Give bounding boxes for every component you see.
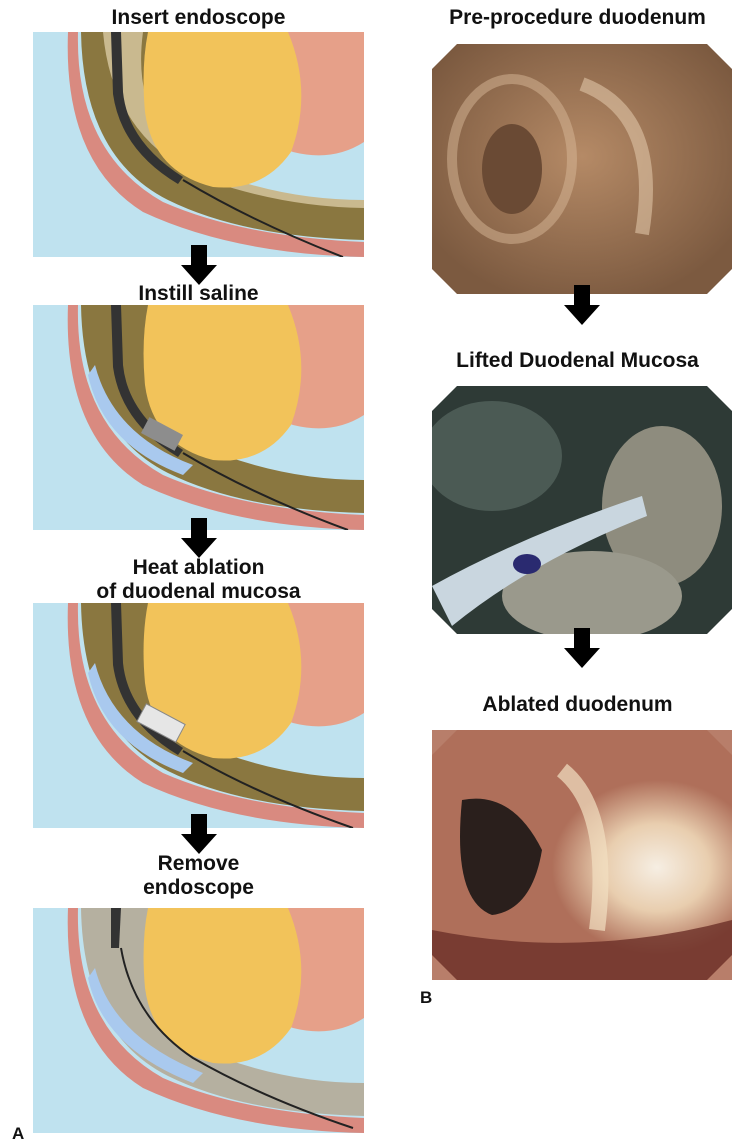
step-3-label-line-1: Heat ablation [33, 556, 364, 580]
lifted-duodenal-mucosa-image [432, 386, 732, 634]
remove-endoscope-illustration [33, 908, 364, 1133]
down-arrow-icon [181, 245, 217, 285]
ablated-duodenum-image [432, 730, 732, 980]
heat-ablation-illustration [33, 603, 364, 828]
step-2-label: Instill saline [33, 282, 364, 306]
step-4-label-line-1: Remove [33, 852, 364, 876]
step-3-label: Heat ablation of duodenal mucosa [33, 556, 364, 604]
step-4-label: Remove endoscope [33, 852, 364, 900]
panel-a-letter: A [12, 1124, 24, 1144]
down-arrow-icon [181, 518, 217, 558]
insert-endoscope-illustration [33, 32, 364, 257]
instill-saline-illustration [33, 305, 364, 530]
step-4-label-line-2: endoscope [33, 876, 364, 900]
down-arrow-icon [564, 628, 600, 668]
step-3-label-line-2: of duodenal mucosa [33, 580, 364, 604]
down-arrow-icon [564, 285, 600, 325]
image-1-label: Pre-procedure duodenum [418, 6, 737, 30]
panel-b-letter: B [420, 988, 432, 1008]
image-2-label: Lifted Duodenal Mucosa [418, 349, 737, 373]
step-1-label: Insert endoscope [33, 6, 364, 30]
image-3-label: Ablated duodenum [418, 693, 737, 717]
pre-procedure-duodenum-image [432, 44, 732, 294]
down-arrow-icon [181, 814, 217, 854]
